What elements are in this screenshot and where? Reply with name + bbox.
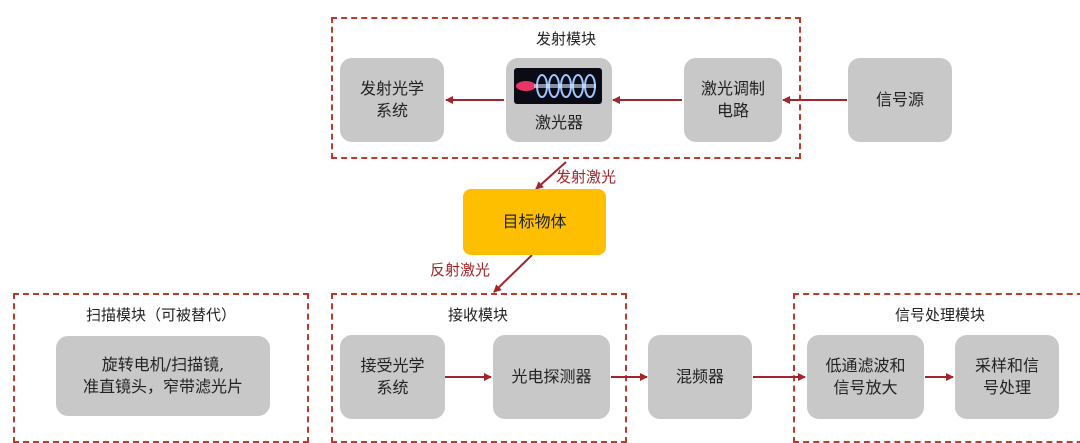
arrow-target-to-receiver	[493, 254, 533, 293]
scanner-box: 旋转电机/扫描镜, 准直镜头，窄带滤光片	[56, 336, 270, 416]
target-object-box: 目标物体	[463, 189, 606, 255]
signal-module-title: 信号处理模块	[894, 306, 986, 324]
modulator-box: 激光调制 电路	[684, 58, 782, 142]
laser-beam-image	[514, 68, 602, 104]
transmit-module-title: 发射模块	[535, 30, 597, 48]
reflect-laser-label: 反射激光	[430, 261, 491, 279]
transmit-module-frame	[331, 17, 801, 159]
sampling-box: 采样和信 号处理	[955, 335, 1059, 419]
photodetector-box: 光电探测器	[493, 335, 610, 419]
scan-module-title: 扫描模块（可被替代）	[85, 306, 237, 324]
emit-laser-label: 发射激光	[556, 168, 617, 186]
laser-label: 激光器	[534, 113, 583, 132]
mixer-box: 混频器	[648, 335, 752, 419]
signal-source-box: 信号源	[848, 58, 952, 142]
lowpass-box: 低通滤波和 信号放大	[807, 335, 924, 419]
rx-optics-box: 接受光学 系统	[340, 335, 445, 419]
arrow-emit-to-target	[535, 161, 567, 190]
receive-module-title: 接收模块	[447, 306, 509, 324]
tx-optics-box: 发射光学 系统	[340, 58, 444, 142]
flow-arrows	[445, 96, 954, 381]
